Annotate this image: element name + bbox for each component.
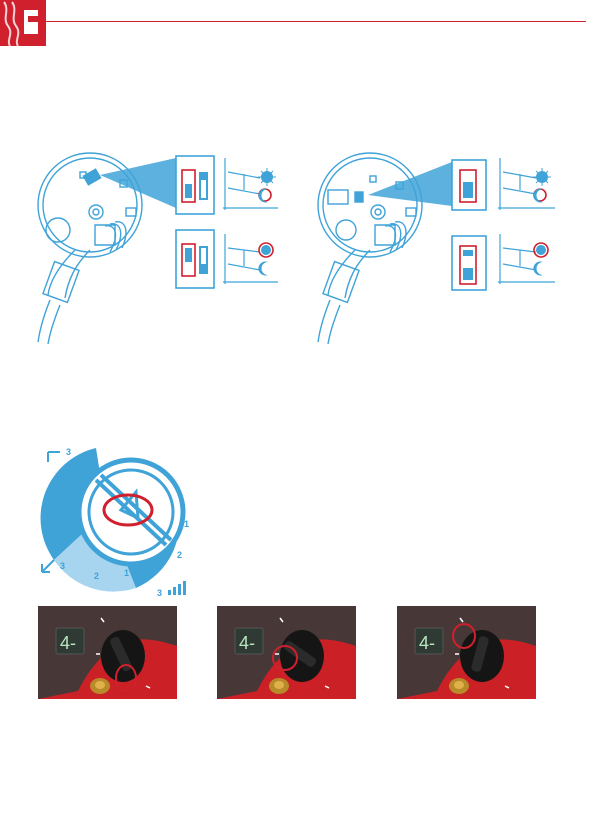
scale-label: 3 [66,447,71,457]
setback-graph-upper [498,158,555,210]
setback-graph-upper [223,158,278,210]
enclosure-inner-ring [323,158,417,252]
display-reading: 4- [239,633,255,653]
scale-label: 2 [177,550,182,560]
proportional-pressure-icon [42,560,54,572]
scale-label: 1 [184,519,189,529]
zoom-callout-wedge [368,162,452,206]
scale-label: 1 [62,517,67,527]
setback-graph-lower [498,234,555,284]
scale-label: 2 [94,571,99,581]
cable-gland [43,262,79,303]
enclosure-outer-ring [318,153,422,257]
pump-photo: 4- [217,606,356,699]
control-box-diagram-right [310,150,570,345]
scale-label: 1 [124,568,129,578]
capacitor [336,220,356,240]
cable-gland [323,262,359,303]
display-reading: 4- [60,633,76,653]
sun-icon [533,168,551,186]
dip-switch-component [355,192,363,202]
pump-photo: 4- [38,606,177,699]
constant-speed-icon [168,581,186,595]
moon-icon [258,262,268,276]
scale-label: 2 [56,487,61,497]
setback-graph-lower [223,234,278,284]
sun-icon [259,243,273,257]
display-reading: 4- [419,633,435,653]
scale-label: 3 [60,561,65,571]
scale-label: 3 [157,588,162,598]
moon-icon [258,189,271,203]
pump-photo: 4- [397,606,536,699]
brand-logo [0,0,46,46]
mode-selector-dial: 3 2 1 1 2 3 3 2 1 [36,440,196,600]
header-rule [46,21,586,22]
zoom-callout-wedge [100,158,176,208]
sun-icon [258,168,276,186]
moon-icon [533,262,543,276]
moon-icon [533,189,546,203]
constant-pressure-icon [48,452,60,462]
control-box-diagram-left [30,150,290,345]
sun-icon [534,243,548,257]
